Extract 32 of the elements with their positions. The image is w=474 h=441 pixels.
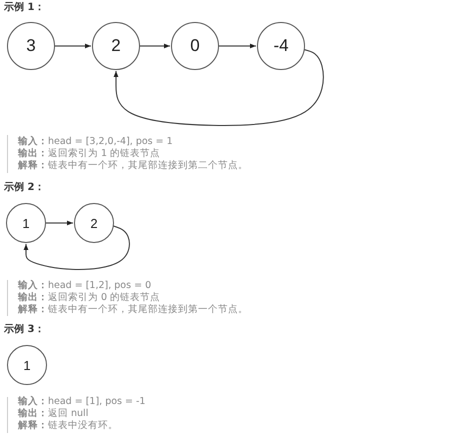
arrow <box>54 44 92 48</box>
arrow <box>140 44 170 48</box>
node-value: 1 <box>23 358 31 372</box>
example-text: 解释：链表中有一个环，其尾部连接到第二个节点。 <box>18 160 248 172</box>
example-heading: 示例 1： <box>4 2 44 14</box>
list-node-circle <box>74 203 114 243</box>
arrow <box>24 226 130 270</box>
node-value: 3 <box>26 36 36 56</box>
list-node-circle <box>7 22 55 70</box>
example-text: 输入：head = [1,2], pos = 0 <box>18 280 152 292</box>
example-heading: 示例 3： <box>4 324 44 336</box>
node-value: 1 <box>22 216 30 230</box>
list-node-circle <box>7 345 47 385</box>
arrow <box>114 49 324 126</box>
node-value: 2 <box>111 36 121 56</box>
example-text: 输出：返回索引为 1 的链表节点 <box>18 148 160 160</box>
list-node-circle <box>92 22 140 70</box>
example-heading: 示例 2： <box>4 182 44 194</box>
node-value: 2 <box>90 216 98 230</box>
list-node-circle <box>6 203 46 243</box>
list-node-circle <box>171 22 219 70</box>
example-text: 解释：链表中有一个环，其尾部连接到第一个节点。 <box>18 304 248 316</box>
example-text: 解释：链表中没有环。 <box>18 420 118 432</box>
example-text: 输入：head = [1], pos = -1 <box>18 396 146 408</box>
arrow <box>218 44 256 48</box>
arrow <box>46 220 74 226</box>
example-text: 输出：返回索引为 0 的链表节点 <box>18 292 160 304</box>
example-text: 输出：返回 null <box>18 408 88 420</box>
node-value: 0 <box>190 36 200 56</box>
list-node-circle <box>257 22 305 70</box>
node-value: -4 <box>273 36 289 56</box>
example-text: 输入：head = [3,2,0,-4], pos = 1 <box>18 136 173 148</box>
